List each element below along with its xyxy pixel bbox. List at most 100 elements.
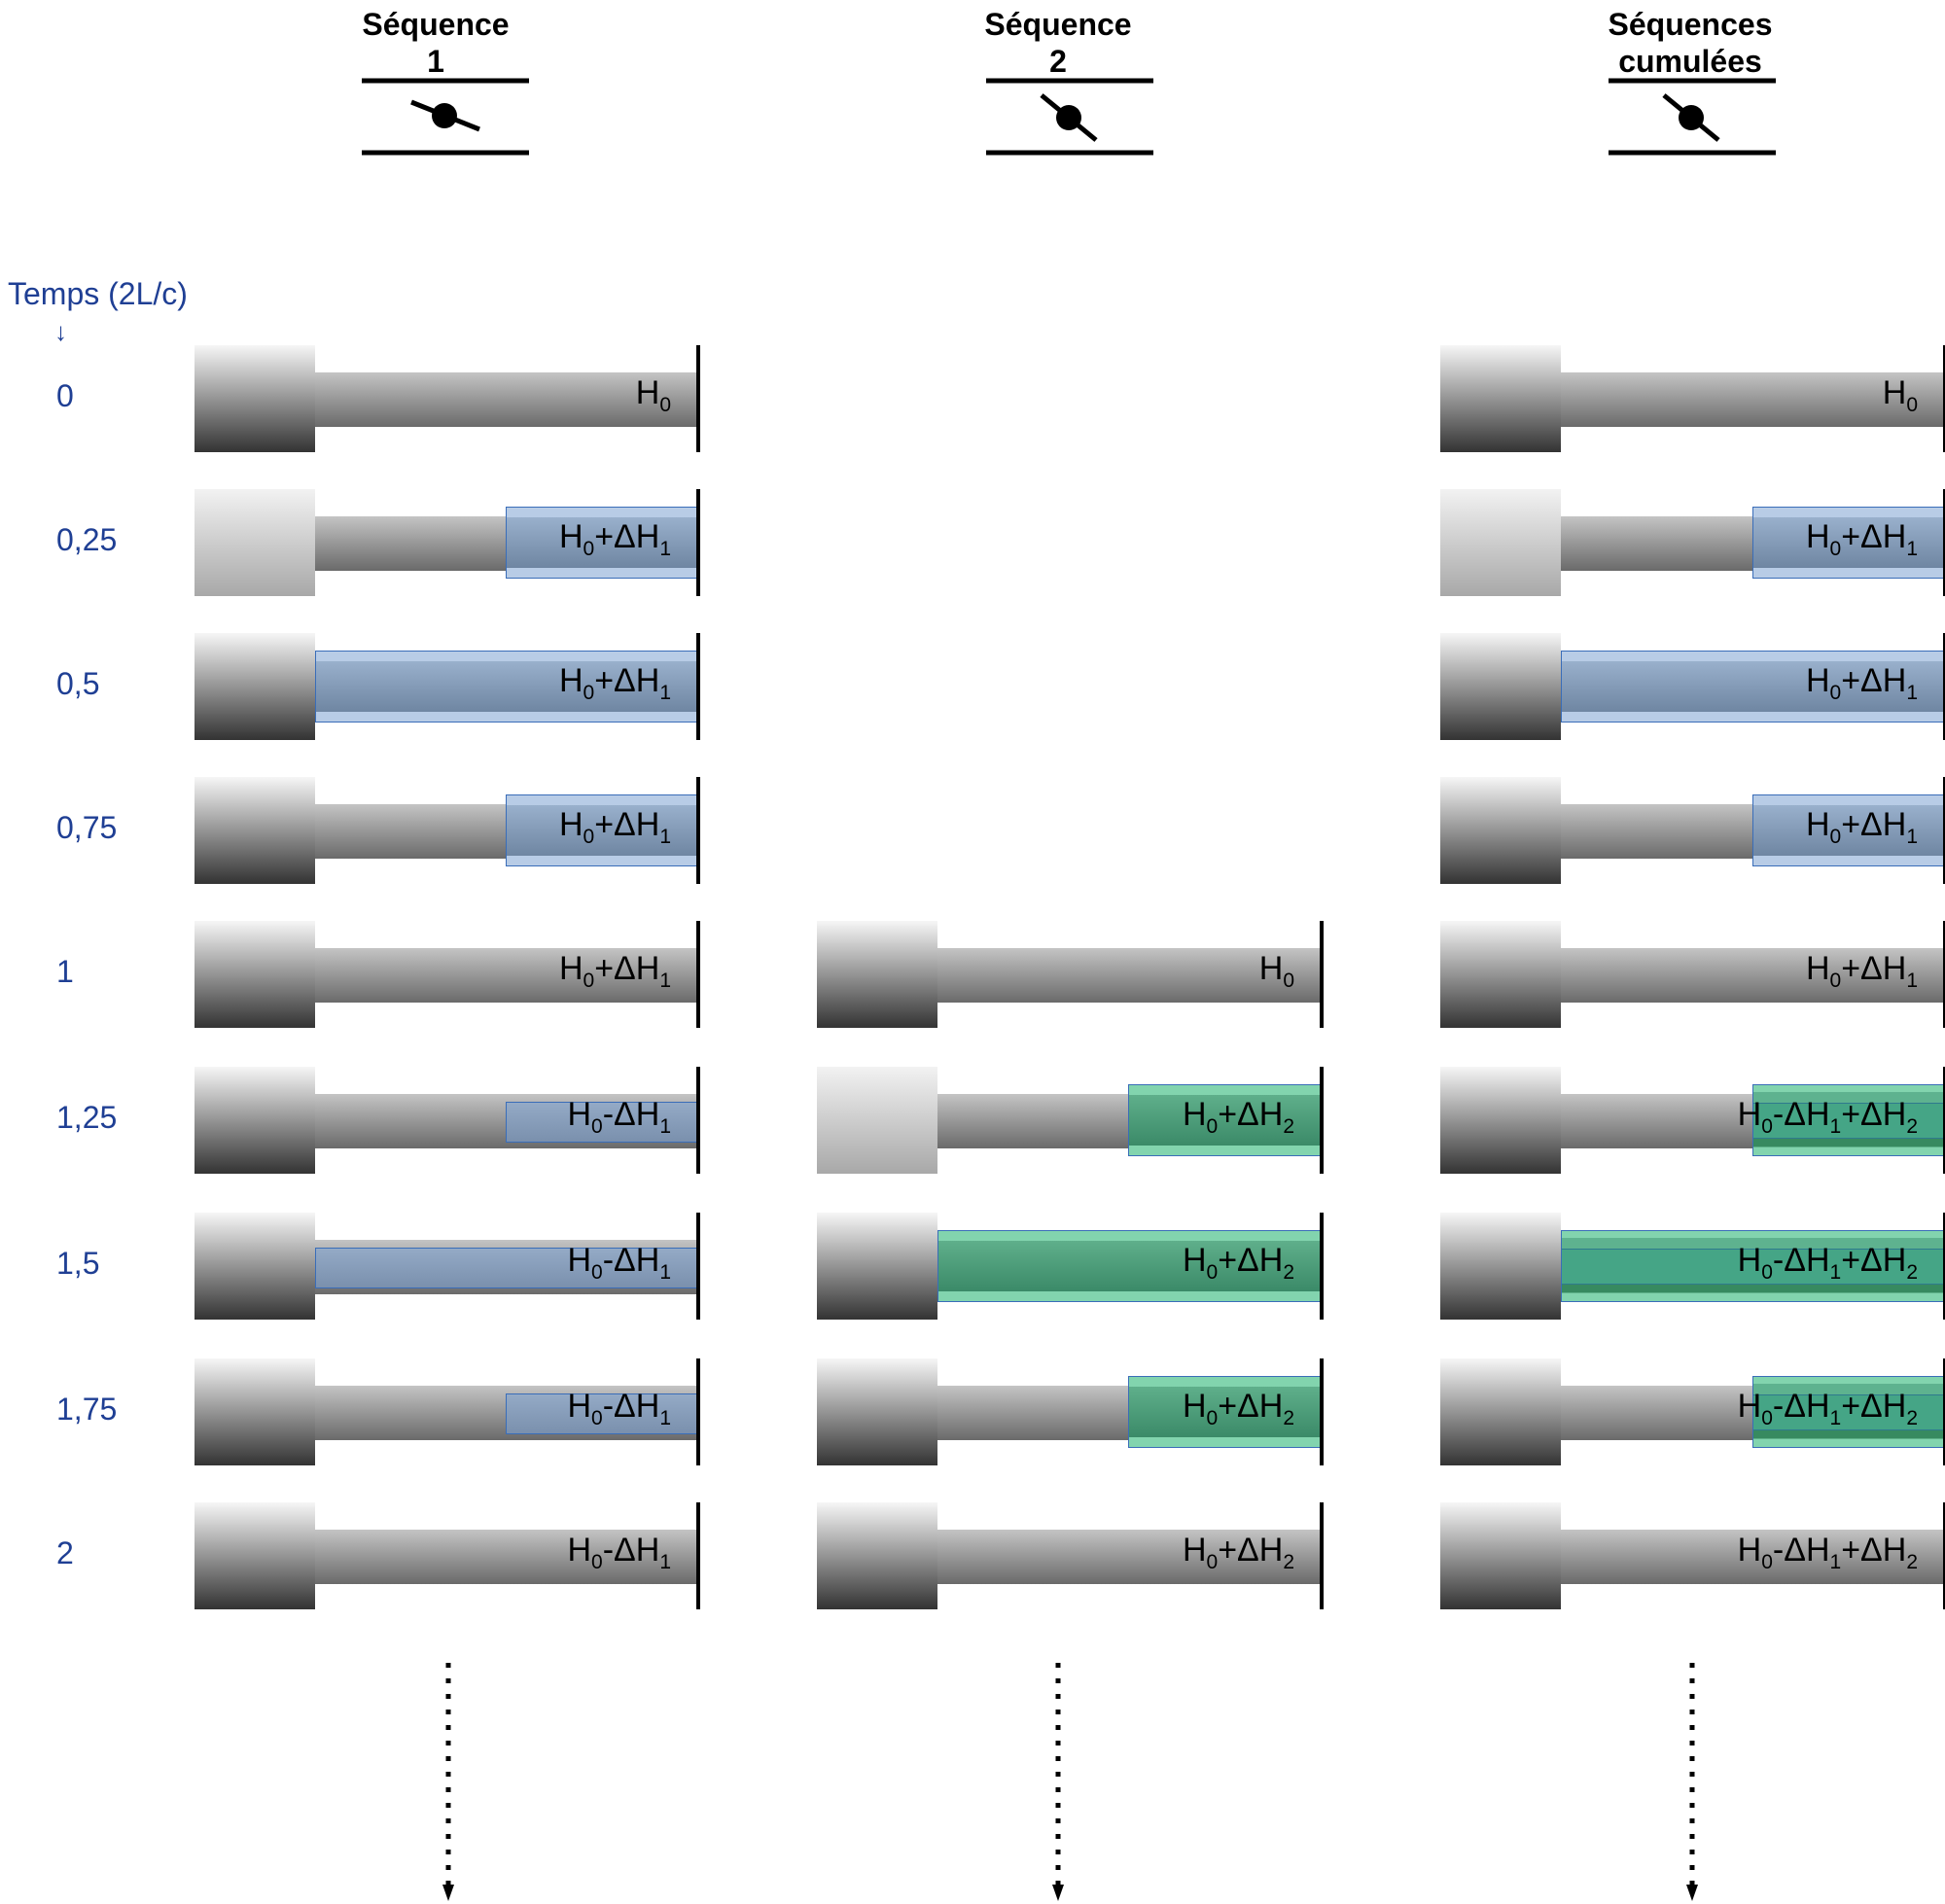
head-label: H0-ΔH1 (567, 1388, 671, 1430)
head-label: H0+ΔH1 (1806, 662, 1918, 705)
pressure-wave-seq1 (315, 651, 697, 723)
head-label-text: -ΔH (602, 1532, 660, 1569)
head-label-subscript: 0 (1761, 1261, 1773, 1284)
head-label-subscript: 0 (1206, 1115, 1219, 1138)
head-label-text: -ΔH (1772, 1096, 1830, 1133)
head-label-text: H (1805, 950, 1830, 987)
header-seq1-line1: Séquence (362, 7, 510, 42)
reservoir (817, 1067, 937, 1174)
head-label-text: -ΔH (1772, 1242, 1830, 1279)
valve-wall (696, 1067, 700, 1174)
continuation-arrow-icon (442, 1663, 454, 1901)
reservoir (1440, 1502, 1561, 1609)
header-cumul-line2: cumulées (1618, 44, 1762, 79)
head-label-text: -ΔH (602, 1388, 660, 1425)
head-label-subscript: 2 (1283, 1551, 1294, 1573)
reservoir (194, 1358, 315, 1465)
head-label-subscript: 1 (659, 1261, 671, 1284)
head-label-text: +ΔH (1218, 1388, 1284, 1425)
head-label: H0 (1883, 374, 1918, 417)
time-label: 0,25 (56, 522, 118, 557)
reservoir (1440, 633, 1561, 740)
head-label-subscript: 0 (1829, 538, 1842, 560)
head-label-subscript: 1 (659, 538, 671, 560)
head-label-text: -ΔH (602, 1096, 660, 1133)
head-label-text: H (1737, 1096, 1762, 1133)
head-label-subscript: 0 (591, 1407, 603, 1429)
valve-closing-icon (1609, 78, 1776, 156)
head-label: H0+ΔH1 (1806, 950, 1918, 993)
head-label: H0-ΔH1 (567, 1532, 671, 1574)
reservoir (1440, 345, 1561, 452)
valve-wall (1943, 1067, 1945, 1174)
pressure-wave-seq2 (1128, 1084, 1321, 1156)
reservoir (1440, 1358, 1561, 1465)
time-label: 2 (56, 1535, 74, 1570)
head-label-text: H (558, 518, 584, 555)
reservoir (194, 1213, 315, 1320)
head-label: H0+ΔH1 (1806, 518, 1918, 561)
head-label: H0+ΔH2 (1183, 1096, 1294, 1139)
head-label-text: +ΔH (594, 806, 660, 843)
pipe (1561, 1530, 1943, 1584)
header-cumul: Séquences cumulées (1564, 6, 1817, 80)
head-label-subscript: 1 (1906, 538, 1918, 560)
valve-wall (696, 921, 700, 1028)
head-label-text: H (567, 1096, 592, 1133)
valve-wall (696, 1213, 700, 1320)
head-label: H0-ΔH1+ΔH2 (1738, 1532, 1918, 1574)
head-label-subscript: 1 (1906, 682, 1918, 704)
valve-wall (696, 633, 700, 740)
head-label-text: +ΔH (1841, 1388, 1907, 1425)
head-label: H0 (1259, 950, 1294, 993)
valve-wall (696, 1502, 700, 1609)
time-label: 1,5 (56, 1246, 100, 1281)
head-label: H0+ΔH2 (1183, 1388, 1294, 1430)
head-label-text: -ΔH (602, 1242, 660, 1279)
head-label-subscript: 0 (1206, 1261, 1219, 1284)
head-label-text: H (1805, 518, 1830, 555)
continuation-arrow-icon (1686, 1663, 1698, 1901)
head-label-text: H (1882, 374, 1907, 411)
head-label-text: +ΔH (1841, 1096, 1907, 1133)
time-label: 1,75 (56, 1392, 118, 1427)
head-label-subscript: 1 (1906, 970, 1918, 992)
head-label-text: H (1737, 1388, 1762, 1425)
head-label-text: H (1182, 1242, 1207, 1279)
time-label: 0,5 (56, 666, 100, 701)
pipe (1561, 948, 1943, 1003)
head-label-subscript: 1 (659, 1115, 671, 1138)
pressure-wave-seq1 (315, 1248, 697, 1288)
head-label-text: +ΔH (594, 662, 660, 699)
head-label-text: +ΔH (1218, 1242, 1284, 1279)
head-label-text: H (567, 1242, 592, 1279)
head-label-subscript: 2 (1906, 1551, 1918, 1573)
head-label-subscript: 2 (1283, 1261, 1294, 1284)
valve-wall (1943, 633, 1945, 740)
reservoir (194, 921, 315, 1028)
header-seq2-line2: 2 (1049, 44, 1067, 79)
head-label-text: H (1182, 1388, 1207, 1425)
valve-wall (1320, 1358, 1324, 1465)
head-label-text: H (1182, 1532, 1207, 1569)
valve-wall (1320, 1502, 1324, 1609)
head-label-text: +ΔH (594, 518, 660, 555)
reservoir (194, 1067, 315, 1174)
head-label-subscript: 0 (1761, 1551, 1773, 1573)
head-label: H0+ΔH1 (559, 806, 671, 849)
head-label-text: H (558, 662, 584, 699)
head-label-text: +ΔH (1841, 1532, 1907, 1569)
valve-wall (1943, 777, 1945, 884)
pressure-wave-seq1 (506, 1102, 697, 1143)
reservoir (1440, 1067, 1561, 1174)
head-label-text: H (1258, 950, 1284, 987)
head-label-subscript: 2 (1906, 1407, 1918, 1429)
pressure-wave-seq2 (1561, 1230, 1944, 1302)
reservoir (817, 1502, 937, 1609)
head-label-subscript: 0 (591, 1551, 603, 1573)
pipe (315, 1530, 696, 1584)
head-label-text: H (1182, 1096, 1207, 1133)
pressure-wave-seq2 (1128, 1376, 1321, 1448)
valve-closing-icon (986, 78, 1153, 156)
head-label-text: +ΔH (1218, 1532, 1284, 1569)
